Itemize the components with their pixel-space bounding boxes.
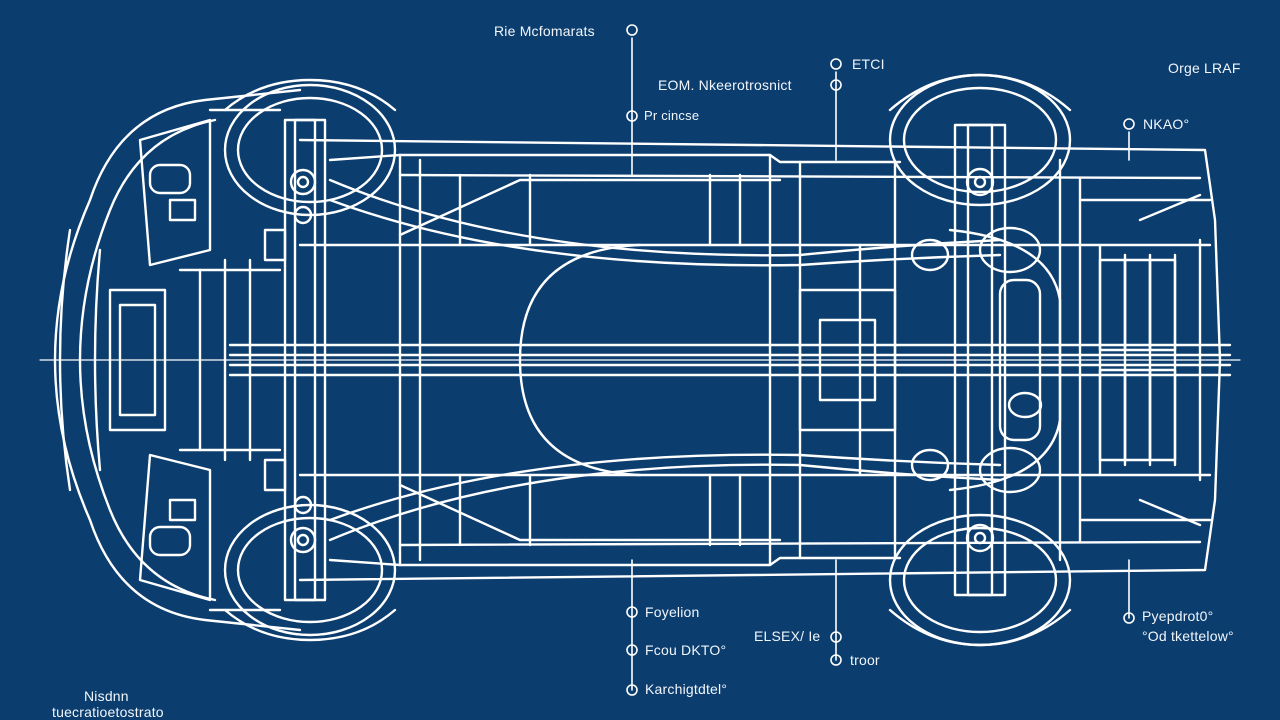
callout-bottom-mid-b: troor xyxy=(850,652,880,668)
callout-bottom-right-a: Pyepdrot0° xyxy=(1142,608,1214,624)
callout-right-upper: NKAO° xyxy=(1143,116,1190,132)
callout-top-mid-small: Pr cincse xyxy=(644,108,700,123)
floor-sweep-bottom xyxy=(328,463,1002,542)
rail-top-inner xyxy=(328,153,902,164)
rail-bottom-inner xyxy=(328,556,902,567)
callout-top-center: Rie Mcfomarats xyxy=(494,23,595,39)
callout-top-mid: EOM. Nkeerotrosnict xyxy=(658,77,792,93)
callout-bottom-left-a: Foyelion xyxy=(645,604,700,620)
callout-bottom-right-b: °Od tkettelow° xyxy=(1142,628,1234,644)
front-axle xyxy=(263,118,327,602)
leader-lines xyxy=(626,24,1135,696)
callout-bottom-left-b: Fcou DKTO° xyxy=(645,642,727,658)
rear-axle xyxy=(910,123,1062,597)
rear-wheel-top xyxy=(888,73,1072,207)
diagonal-brace-top xyxy=(398,178,782,237)
rear-wheel-bottom xyxy=(888,513,1072,647)
front-structure xyxy=(108,108,282,612)
callout-bottom-mid-a: ELSEX/ Ie xyxy=(754,628,821,644)
corner-label-b: tuecratioetostrato xyxy=(52,704,164,720)
callout-bottom-left-c: Karchigtdtel° xyxy=(645,681,728,697)
floor-sweep-bottom-2 xyxy=(328,453,1002,522)
callout-top-right-a: ETCI xyxy=(852,56,885,72)
diagonal-brace-bottom xyxy=(398,483,782,542)
floor-sweep-top xyxy=(328,178,1002,257)
callout-top-far-right: Orge LRAF xyxy=(1168,60,1241,76)
floor-tunnel xyxy=(518,243,642,477)
corner-label-a: Nisdnn xyxy=(84,688,129,704)
floor-sweep-top-2 xyxy=(328,198,1002,267)
